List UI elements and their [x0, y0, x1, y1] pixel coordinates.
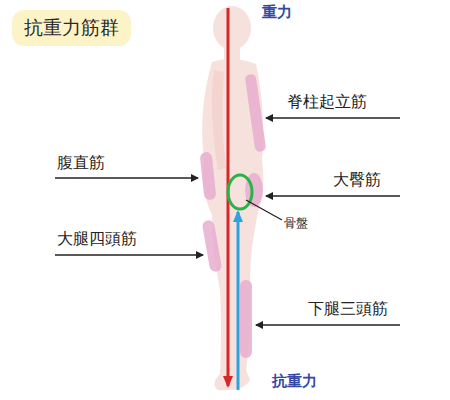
force-label: 抗重力 — [272, 373, 317, 390]
muscle-label: 下腿三頭筋 — [308, 300, 388, 318]
force-label: 重力 — [262, 4, 292, 21]
muscle-label: 腹直筋 — [57, 154, 105, 172]
part-label: 骨盤 — [284, 217, 308, 230]
pelvis-ring — [228, 175, 252, 209]
muscle-strips — [200, 74, 267, 358]
title-text: 抗重力筋群 — [24, 15, 119, 41]
muscle-label: 脊柱起立筋 — [287, 93, 367, 111]
anti-gravity-arrow — [237, 212, 240, 390]
leader-lines — [55, 118, 400, 325]
muscle-label: 大腿四頭筋 — [57, 230, 137, 248]
title-box: 抗重力筋群 — [12, 10, 131, 46]
muscle-label: 大臀筋 — [333, 171, 381, 189]
